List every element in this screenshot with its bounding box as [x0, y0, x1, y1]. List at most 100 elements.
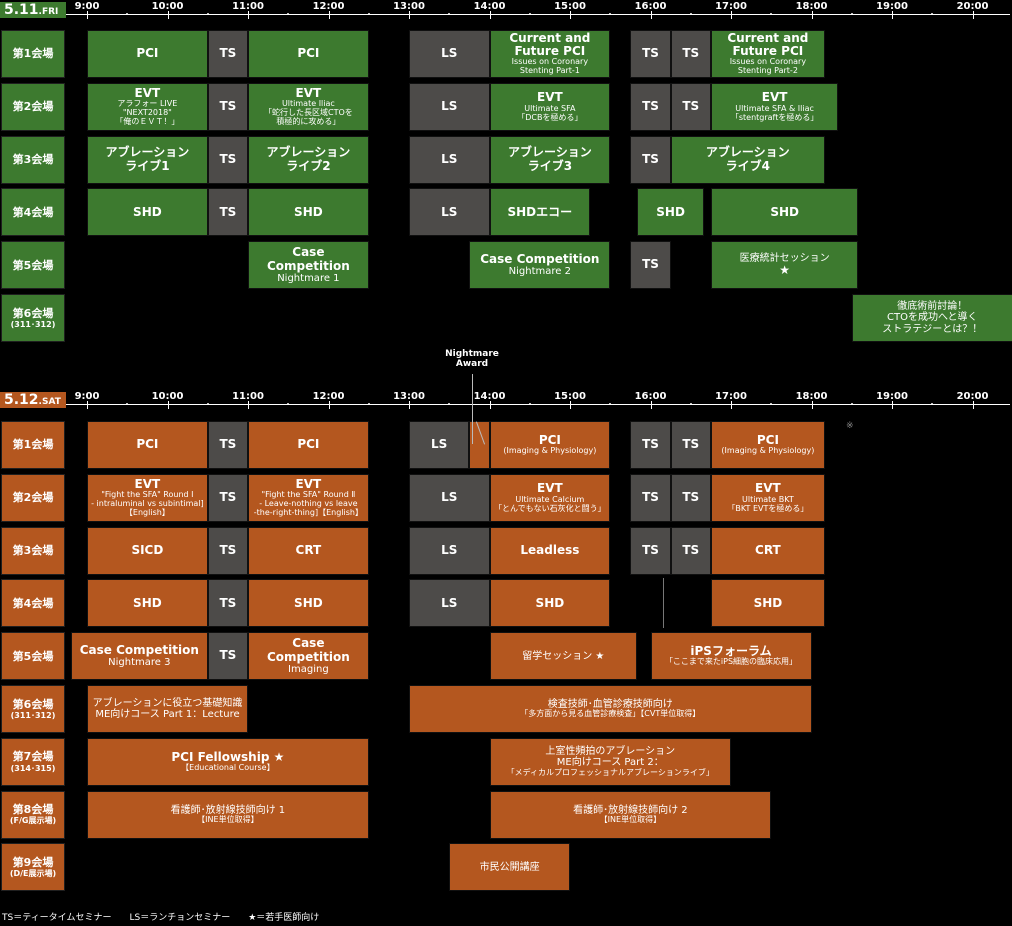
luncheon-seminar-block[interactable]: LS — [409, 30, 490, 78]
session-block[interactable]: アブレーションライブ4 — [670, 135, 825, 184]
session-block[interactable]: iPSフォーラム「ここまで来たiPS細胞の臨床応用」 — [650, 632, 812, 681]
luncheon-seminar-block[interactable]: LS — [409, 421, 470, 469]
session-block[interactable]: SHD — [248, 188, 369, 237]
session-text: 留学セッション ★ — [522, 650, 605, 662]
session-block[interactable]: Leadless — [489, 526, 611, 575]
half-hour-dot — [770, 403, 773, 405]
session-text: Case Competition — [266, 245, 350, 273]
session-text: SHDエコー — [507, 204, 573, 219]
room-label: 第8会場(F/G展示場) — [1, 790, 65, 839]
time-tick — [248, 11, 249, 19]
tea-time-seminar-block[interactable]: TS — [207, 82, 248, 131]
tea-time-seminar-block[interactable]: TS — [207, 188, 248, 237]
tea-time-seminar-block[interactable]: TS — [207, 30, 248, 78]
session-block[interactable] — [469, 421, 490, 469]
session-block[interactable]: SHD — [710, 579, 825, 628]
session-block[interactable]: アブレーションライブ3 — [489, 135, 611, 184]
session-block[interactable]: EVT"Fight the SFA" Round Ⅰ- intraluminal… — [87, 473, 208, 522]
tea-time-seminar-block[interactable]: TS — [207, 473, 248, 522]
session-block[interactable]: SHDエコー — [489, 188, 591, 237]
tea-time-seminar-block[interactable]: TS — [630, 421, 671, 469]
session-block[interactable]: PCI — [87, 421, 208, 469]
tea-time-seminar-block[interactable]: TS — [630, 135, 671, 184]
session-text: - Leave-nothing vs leave — [259, 499, 358, 509]
session-text: LS — [441, 204, 458, 219]
session-text: TS — [642, 151, 659, 166]
tea-time-seminar-block[interactable]: TS — [670, 421, 711, 469]
session-block[interactable]: PCI(Imaging & Physiology) — [710, 421, 825, 469]
tea-time-seminar-block[interactable]: TS — [670, 30, 711, 78]
luncheon-seminar-block[interactable]: LS — [409, 526, 490, 575]
session-block[interactable]: SHD — [637, 188, 705, 237]
tea-time-seminar-block[interactable]: TS — [207, 579, 248, 628]
session-block[interactable]: PCI — [248, 421, 369, 469]
session-block[interactable]: アブレーションライブ2 — [248, 135, 369, 184]
luncheon-seminar-block[interactable]: LS — [409, 82, 490, 131]
luncheon-seminar-block[interactable]: LS — [409, 188, 490, 237]
tea-time-seminar-block[interactable]: TS — [207, 632, 248, 681]
tea-time-seminar-block[interactable]: TS — [207, 135, 248, 184]
session-block[interactable]: 留学セッション ★ — [489, 632, 638, 681]
session-block[interactable]: PCI — [248, 30, 369, 78]
tea-time-seminar-block[interactable]: TS — [207, 421, 248, 469]
session-text: ME向けコース Part 2： — [556, 757, 664, 769]
tea-time-seminar-block[interactable]: TS — [630, 241, 671, 290]
tea-time-seminar-block[interactable]: TS — [630, 473, 671, 522]
session-block[interactable]: アブレーションライブ1 — [87, 135, 208, 184]
session-block[interactable]: 看護師･放射線技師向け 2【INE単位取得】 — [489, 790, 772, 839]
tea-time-seminar-block[interactable]: TS — [630, 82, 671, 131]
tea-time-seminar-block[interactable]: TS — [630, 526, 671, 575]
session-block[interactable]: SHD — [87, 188, 208, 237]
session-text: PCI — [756, 432, 779, 447]
session-block[interactable]: SICD — [87, 526, 208, 575]
tea-time-seminar-block[interactable]: TS — [670, 526, 711, 575]
luncheon-seminar-block[interactable]: LS — [409, 473, 490, 522]
session-block[interactable]: 医療統計セッション★ — [710, 241, 859, 290]
session-block[interactable]: 看護師･放射線技師向け 1【INE単位取得】 — [87, 790, 369, 839]
session-block[interactable]: PCI Fellowship ★【Educational Course】 — [87, 737, 369, 786]
room-name: 第9会場 — [12, 856, 54, 869]
tea-time-seminar-block[interactable]: TS — [670, 473, 711, 522]
session-block[interactable]: SHD — [710, 188, 859, 237]
room-name: 第4会場 — [12, 596, 54, 610]
time-tick — [972, 401, 974, 409]
half-hour-dot — [689, 403, 692, 405]
tea-time-seminar-block[interactable]: TS — [670, 82, 711, 131]
time-label: 16:00 — [634, 1, 667, 12]
luncheon-seminar-block[interactable]: LS — [409, 135, 490, 184]
session-text: アブレーション — [705, 145, 790, 160]
session-text: 「とんでもない石灰化と闘う」 — [494, 503, 606, 513]
session-block[interactable]: PCI(Imaging & Physiology) — [489, 421, 611, 469]
tea-time-seminar-block[interactable]: TS — [207, 526, 248, 575]
session-block[interactable]: 徹底術前討論！CTOを成功へと導くストラテジーとは？！ — [851, 294, 1012, 342]
tea-time-seminar-block[interactable]: TS — [630, 30, 671, 78]
session-block[interactable]: CRT — [248, 526, 369, 575]
session-text: EVT — [537, 481, 563, 496]
session-block[interactable]: 検査技師･血管診療技師向け「多方面から見る血管診療検査」【CVT単位取得】 — [409, 685, 812, 733]
session-block[interactable]: EVT"Fight the SFA" Round Ⅱ- Leave-nothin… — [248, 473, 369, 522]
session-block[interactable]: SHD — [248, 579, 369, 628]
session-block[interactable]: 市民公開講座 — [449, 843, 570, 892]
luncheon-seminar-block[interactable]: LS — [409, 579, 490, 628]
date-weekday: .FRI — [38, 7, 59, 17]
session-block[interactable]: CRT — [710, 526, 825, 575]
session-text: Ultimate SFA & Iliac — [735, 103, 814, 113]
session-block[interactable]: SHD — [87, 579, 208, 628]
session-block[interactable]: PCI — [87, 30, 208, 78]
session-block[interactable]: SHD — [489, 579, 611, 628]
session-text: Future PCI — [514, 44, 586, 59]
